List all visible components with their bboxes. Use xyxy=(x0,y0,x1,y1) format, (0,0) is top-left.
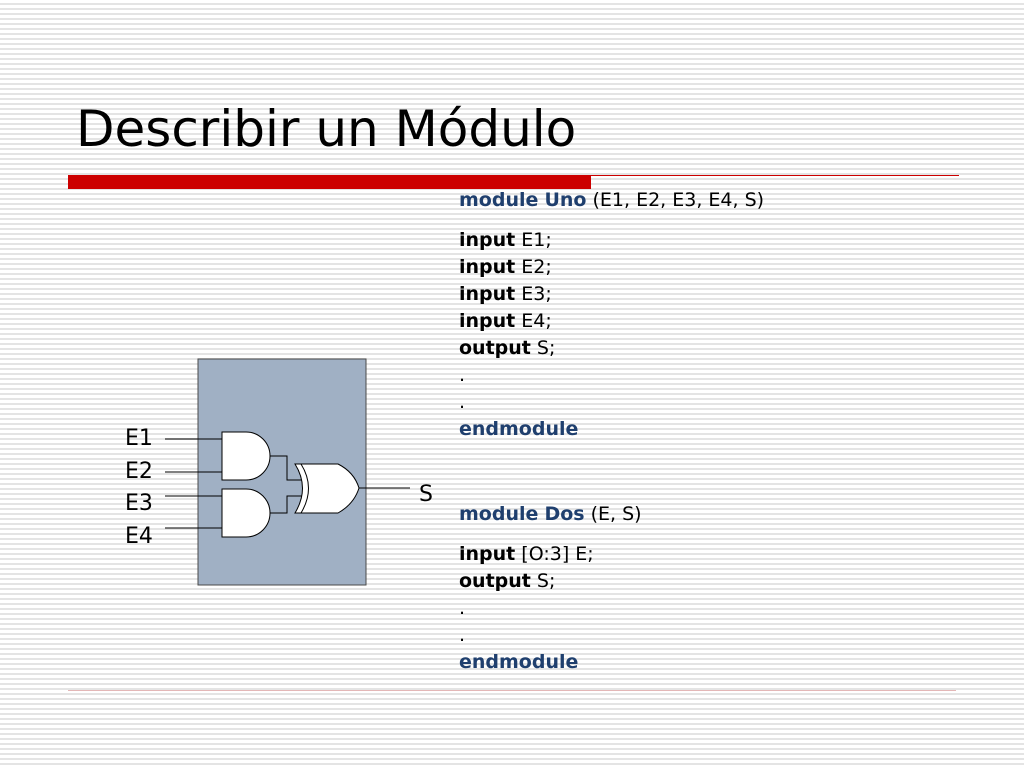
decl-line: input [O:3] E; xyxy=(459,543,594,565)
decl-line: output S; xyxy=(459,337,556,359)
module-ports: (E, S) xyxy=(590,503,642,525)
decl-line: input E1; xyxy=(459,229,552,251)
and-gate-2 xyxy=(221,488,271,538)
ellipsis-dot: . xyxy=(459,597,466,619)
module-ports: (E1, E2, E3, E4, S) xyxy=(592,189,765,211)
module-header: module Dos (E, S) xyxy=(459,501,642,528)
slide-title: Describir un Módulo xyxy=(76,100,577,158)
decl-line: input E4; xyxy=(459,310,552,332)
module-name: Dos xyxy=(544,503,585,525)
keyword-module: module xyxy=(459,189,539,211)
or-gate xyxy=(294,463,360,514)
output-label-s: S xyxy=(419,482,433,507)
ellipsis-dot: . xyxy=(459,364,466,386)
keyword-endmodule: endmodule xyxy=(459,418,579,440)
input-label-e1: E1 xyxy=(125,426,153,451)
input-label-e4: E4 xyxy=(125,524,153,549)
keyword-endmodule: endmodule xyxy=(459,651,579,673)
decl-line: input E3; xyxy=(459,283,552,305)
input-label-e2: E2 xyxy=(125,459,153,484)
footer-rule xyxy=(68,690,956,691)
wire-and1-or xyxy=(270,455,305,481)
code-block-uno: module Uno (E1, E2, E3, E4, S) input E1;… xyxy=(459,187,764,443)
keyword-module: module xyxy=(459,503,539,525)
module-header: module Uno (E1, E2, E3, E4, S) xyxy=(459,187,764,214)
title-underline-thin xyxy=(591,175,959,176)
wire-and2-or xyxy=(270,495,305,514)
module-name: Uno xyxy=(544,189,587,211)
decl-line: output S; xyxy=(459,570,556,592)
ellipsis-dot: . xyxy=(459,624,466,646)
ellipsis-dot: . xyxy=(459,391,466,413)
title-underline-red xyxy=(68,175,591,189)
decl-line: input E2; xyxy=(459,256,552,278)
input-label-e3: E3 xyxy=(125,491,153,516)
and-gate-1 xyxy=(221,431,271,481)
code-block-dos: module Dos (E, S) input [O:3] E; output … xyxy=(459,501,642,676)
or-gate-back-arc xyxy=(300,463,309,514)
